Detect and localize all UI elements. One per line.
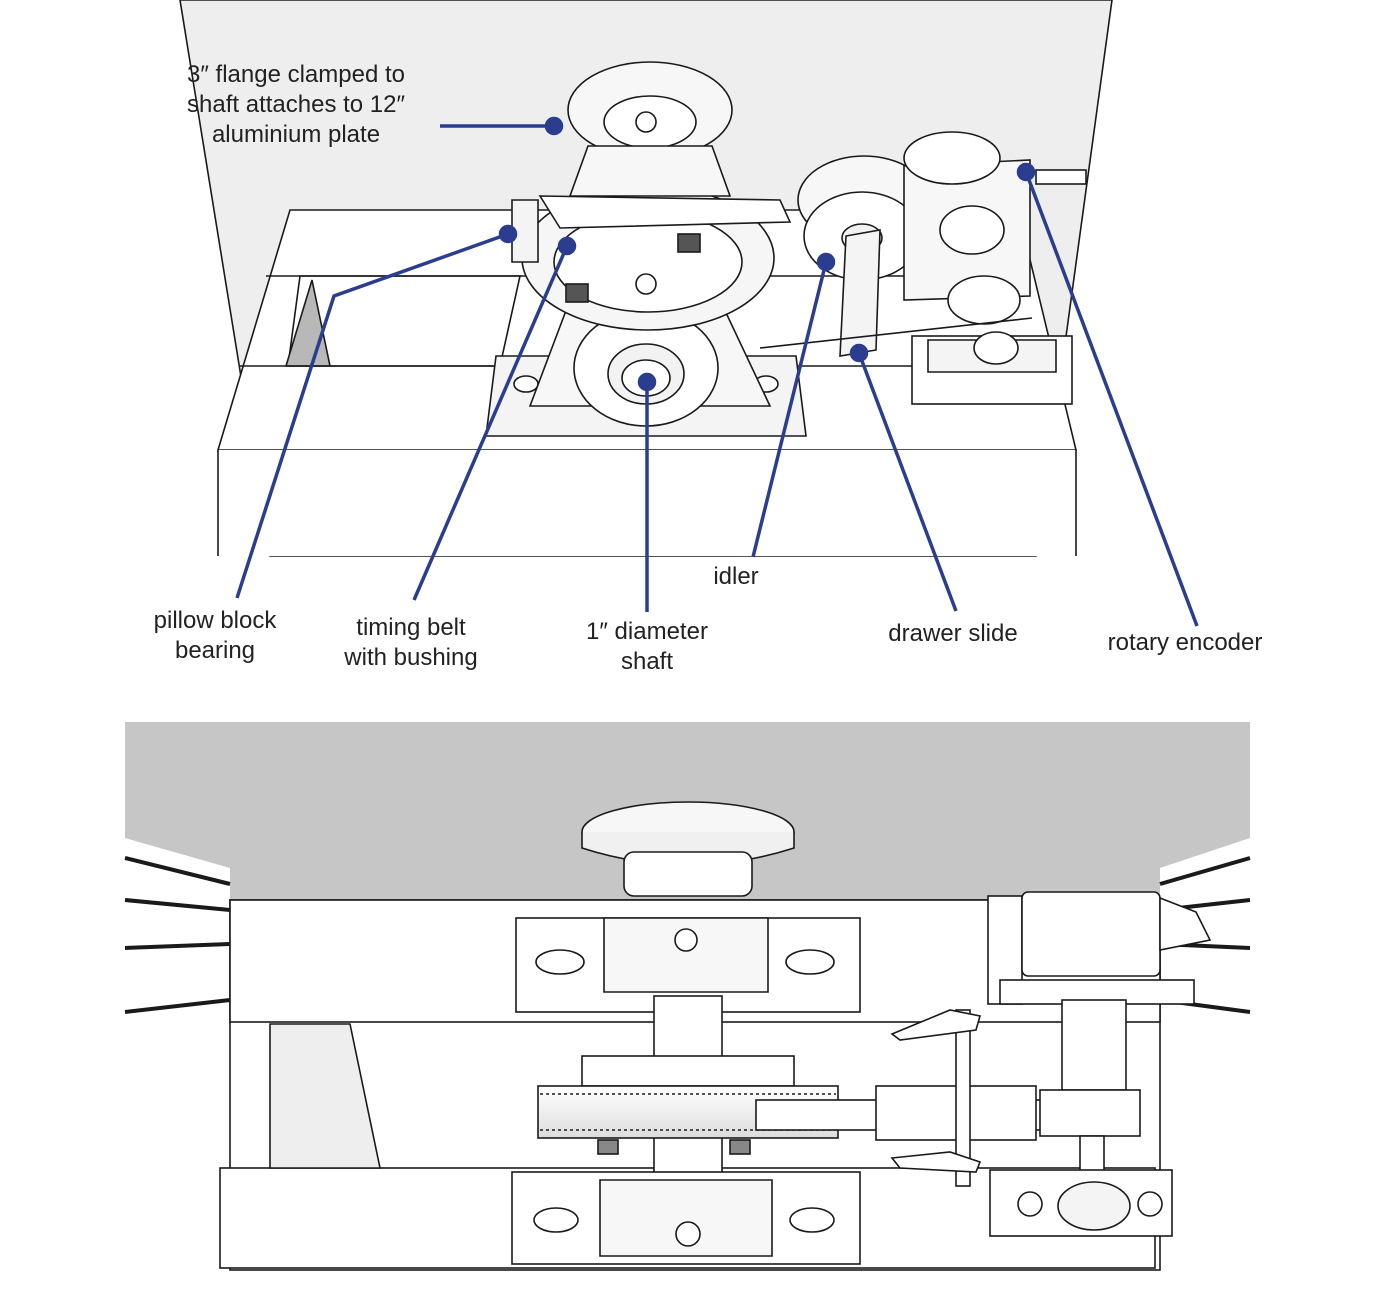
base-bolt-hole [513,375,539,393]
frame-cavity-shade [269,1023,381,1169]
callout-line-drawer-slide [857,352,958,612]
label-timing-belt-line-2: with bushing [344,644,478,671]
pulley-hub [581,1055,795,1087]
callout-line-encoder [1024,171,1199,627]
label-pillow-block-line-2: bearing [174,637,256,664]
callout-line-timing-belt [412,245,569,601]
top-isometric-view [179,0,1113,557]
encoder-pulley [1039,1089,1141,1137]
bearing-housing-lower [599,1179,773,1257]
collar-stack [568,145,732,197]
label-rotary-encoder-line-1: rotary encoder [1107,629,1263,656]
callout-dot-icon [544,116,564,136]
small-bearing [973,331,1019,365]
timing-belt-strip [538,195,792,229]
bushing-bolt [677,233,701,253]
bushing-bolt [565,283,589,303]
slot-hole [789,1207,835,1233]
coupling-lower [947,275,1021,325]
callout-dot-icon [637,372,657,392]
label-rotary-encoder: rotary encoder [1090,628,1280,658]
frame-edges [217,275,1077,556]
label-timing-belt: timing belt with bushing [326,613,496,673]
encoder-body [1021,891,1161,977]
coupling [939,205,1005,255]
label-drawer-slide-line-1: drawer slide [888,620,1018,647]
label-timing-belt-line-1: timing belt [356,614,466,641]
callout-lines [235,116,1199,627]
encoder-cable-gland [1159,896,1212,951]
slide-bracket-bottom [890,1151,982,1173]
callout-dot-icon [498,224,518,244]
rail-lines-right [1159,856,1251,1014]
label-flange-line-2: shaft attaches to 12″ [187,91,405,118]
bearing-housing-upper [603,917,769,993]
slot-hole [1137,1191,1163,1217]
grease-nut [674,928,698,952]
label-flange-line-3: aluminium plate [211,121,381,148]
label-shaft-line-1: 1″ diameter [586,618,708,645]
slot-hole [533,1207,579,1233]
callout-dot-icon [557,236,577,256]
label-shaft: 1″ diameter shaft [566,617,728,677]
encoder-body [903,131,1001,185]
callout-dot-icon [849,343,869,363]
label-flange-line-1: 3″ flange clamped to [187,61,405,88]
callout-line-pillow-block [235,232,509,599]
label-idler-line-1: idler [713,563,759,590]
slide-bracket-top [890,1009,982,1041]
flexible-coupling [1061,999,1127,1091]
shaft-nut [635,273,657,295]
flange-bolt [635,111,657,133]
callout-dot-icon [816,252,836,272]
drawer-slide-rail [955,1009,971,1187]
bottom-underside-view [124,722,1251,1271]
label-flange: 3″ flange clamped to shaft attaches to 1… [168,60,424,150]
slot-hole [785,949,835,975]
encoder-shaft [1035,169,1087,185]
bushing-bolt [729,1139,751,1155]
callout-line-idler [751,261,828,558]
slot-hole [1017,1191,1043,1217]
bushing-bolt [597,1139,619,1155]
grease-nut [675,1221,701,1247]
label-pillow-block-line-1: pillow block [153,607,277,634]
label-shaft-line-2: shaft [620,648,674,675]
label-pillow-block: pillow block bearing [135,606,295,666]
shaft-collar [623,851,753,897]
rail-lines-left [124,856,231,1014]
drawer-slide-rail [839,229,881,357]
label-drawer-slide: drawer slide [868,619,1038,649]
slot-hole [535,949,585,975]
label-idler: idler [686,562,786,592]
small-bearing-housing [1057,1181,1131,1231]
callout-dot-icon [1016,162,1036,182]
